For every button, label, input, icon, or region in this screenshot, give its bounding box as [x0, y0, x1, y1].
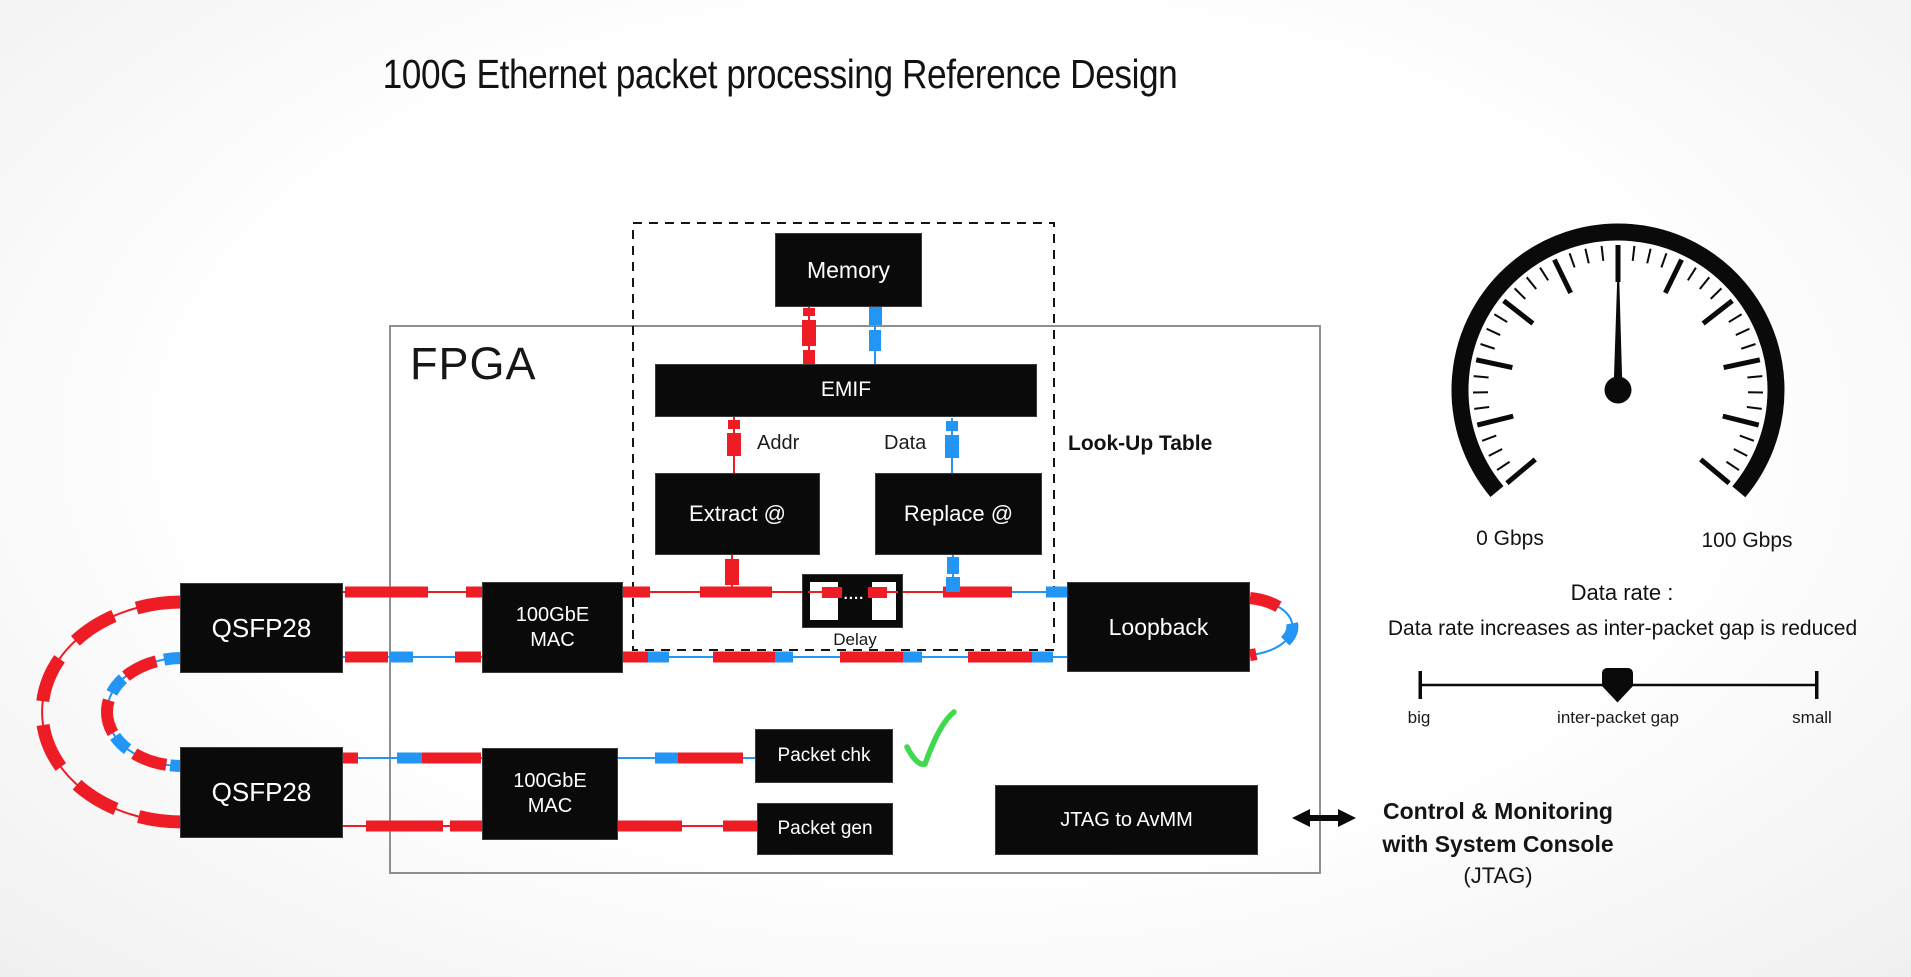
console-note-line1: Control & Monitoring [1383, 798, 1613, 824]
jtag-avmm-block: JTAG to AvMM [995, 785, 1258, 855]
packet-line-row2 [343, 651, 1067, 663]
slider-left-label: big [1407, 708, 1431, 727]
fiber-loop-outer-arc [35, 595, 183, 829]
fiber-loop-inner-arc [101, 652, 183, 772]
delay-block: .... [802, 574, 903, 628]
check-ok-icon [904, 709, 957, 767]
packet-chk-block: Packet chk [755, 729, 893, 783]
gauge-ring [1451, 223, 1785, 557]
mac-bottom-block: 100GbE MAC [482, 748, 618, 840]
data-rate-caption: Data rate increases as inter-packet gap … [1387, 617, 1858, 640]
loopback-block: Loopback [1067, 582, 1250, 672]
lookup-table-label: Look-Up Table [1068, 432, 1213, 455]
data-rate-heading: Data rate : [1570, 580, 1674, 605]
inter-packet-gap-slider [1418, 668, 1819, 703]
replace-line-connector [946, 555, 960, 592]
delay-dots: .... [843, 586, 865, 603]
lookup-table-boundary [632, 222, 1055, 651]
memory-data-connector [869, 305, 882, 366]
slider-handle [1602, 668, 1633, 703]
memory-block: Memory [775, 233, 922, 307]
extract-block: Extract @ [655, 473, 820, 555]
fpga-boundary [389, 325, 1321, 874]
extract-line-connector [725, 555, 739, 592]
delay-label: Delay [833, 630, 877, 649]
gauge-ticks [1473, 245, 1763, 486]
packet-gen-block: Packet gen [757, 803, 893, 855]
bidirectional-arrow-icon [1292, 809, 1356, 827]
qsfp28-bottom-block: QSFP28 [180, 747, 343, 838]
memory-addr-connector [802, 305, 816, 366]
qsfp28-top-block: QSFP28 [180, 583, 343, 673]
data-label: Data [884, 432, 927, 454]
emif-block: EMIF [655, 364, 1037, 417]
delay-packet [868, 586, 887, 598]
mac-top-block: 100GbE MAC [482, 582, 623, 673]
gauge-max-label: 100 Gbps [1701, 529, 1793, 552]
gauge-hub [1604, 376, 1632, 404]
addr-label: Addr [757, 432, 800, 454]
console-note: Control & Monitoring with System Console… [1357, 795, 1639, 892]
emif-data-connector [945, 418, 959, 473]
gauge-needle [1613, 246, 1623, 392]
page-title: 100G Ethernet packet processing Referenc… [382, 51, 1178, 97]
loopback-return-arc [1249, 592, 1299, 661]
slider-right-label: small [1792, 708, 1832, 727]
delay-packet [822, 586, 842, 598]
fpga-label: FPGA [410, 338, 537, 389]
gauge-min-label: 0 Gbps [1476, 527, 1544, 550]
console-note-line3: (JTAG) [1463, 863, 1533, 889]
console-note-line2: with System Console [1382, 830, 1614, 857]
emif-addr-connector [727, 416, 741, 473]
data-rate-gauge [1451, 223, 1785, 557]
replace-block: Replace @ [875, 473, 1042, 555]
slider-center-label: inter-packet gap [1557, 708, 1679, 727]
